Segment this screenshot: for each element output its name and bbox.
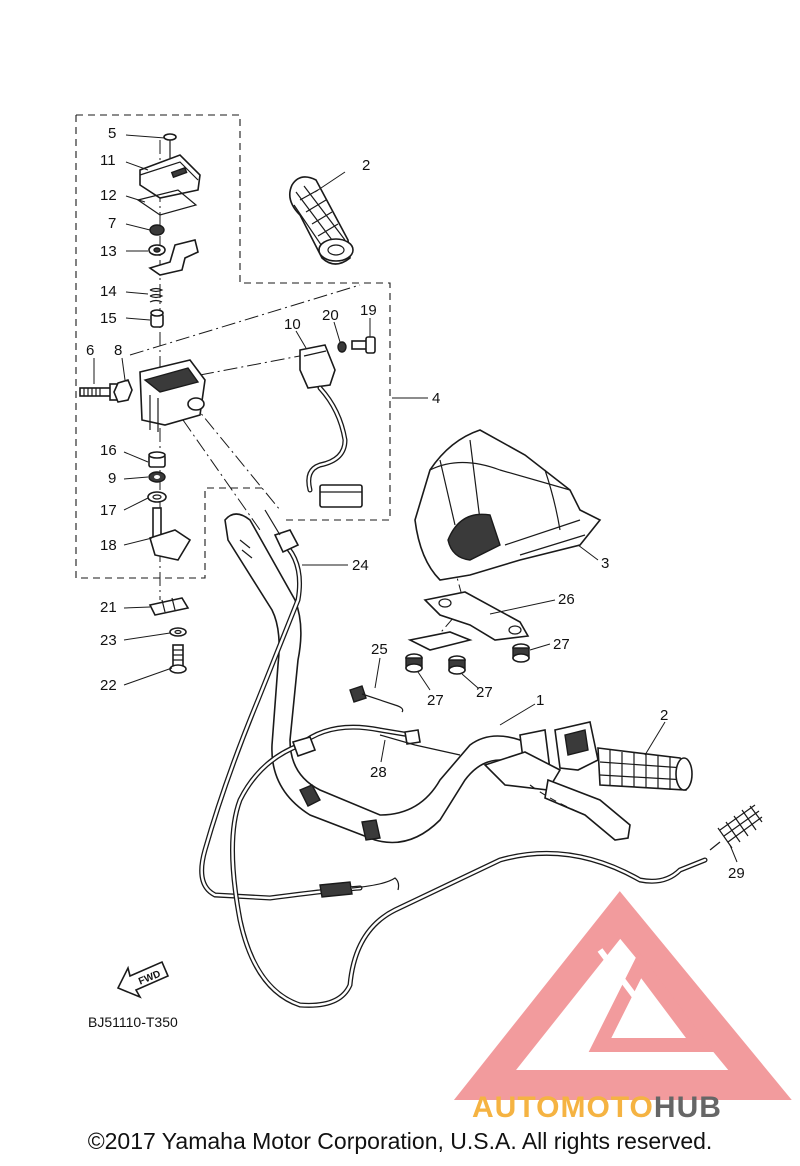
clamp-21: [148, 597, 190, 616]
lever-cable: [230, 724, 708, 1008]
handlebar-grip-upper: [289, 176, 354, 265]
watermark-hub: HUB: [654, 1091, 722, 1124]
callout-28: 28: [370, 764, 387, 781]
throttle-cable-24: [199, 509, 400, 901]
washer-23: [169, 627, 187, 637]
callout-27-middle: 27: [476, 684, 493, 701]
callout-7: 7: [108, 215, 116, 232]
callout-4: 4: [432, 390, 440, 407]
damper-27-c: [448, 655, 466, 675]
handlebar-grip-lower: [597, 747, 693, 791]
callout-20: 20: [322, 307, 339, 324]
callout-3: 3: [601, 555, 609, 572]
callout-27-left: 27: [427, 692, 444, 709]
callout-26: 26: [558, 591, 575, 608]
watermark-moto: MOTO: [560, 1091, 653, 1124]
lever-18: [149, 507, 192, 561]
callout-23: 23: [100, 632, 117, 649]
cable-end-25: [349, 685, 404, 713]
callout-25: 25: [371, 641, 388, 658]
callout-5: 5: [108, 125, 116, 142]
switch-cover-11: [139, 154, 201, 199]
callout-15: 15: [100, 310, 117, 327]
switch-housing-4: [139, 359, 206, 432]
nut-8: [113, 379, 133, 403]
spring-boot-29: [709, 804, 763, 851]
callout-16: 16: [100, 442, 117, 459]
washer-9: [148, 471, 166, 483]
callout-2-upper: 2: [362, 157, 370, 174]
bracket-26: [407, 591, 530, 651]
callout-8: 8: [114, 342, 122, 359]
callout-21: 21: [100, 599, 117, 616]
damper-27-b: [405, 653, 423, 673]
callout-14: 14: [100, 283, 117, 300]
copyright-notice: ©2017 Yamaha Motor Corporation, U.S.A. A…: [87, 1128, 713, 1154]
screw-19: [351, 336, 376, 354]
callout-22: 22: [100, 677, 117, 694]
callout-27-right: 27: [553, 636, 570, 653]
callout-9: 9: [108, 470, 116, 487]
fwd-arrow-icon: FWD: [116, 960, 170, 999]
leader-lines: [93, 134, 738, 863]
callout-13: 13: [100, 243, 117, 260]
washer-17: [147, 491, 167, 503]
nut-7: [149, 224, 165, 236]
gasket-12: [136, 189, 198, 216]
damper-27-a: [512, 643, 530, 663]
watermark-logo: [453, 891, 792, 1100]
callout-6: 6: [86, 342, 94, 359]
lever-assembly: [483, 721, 631, 841]
headlight-cover-3: [414, 429, 602, 581]
bracket-13: [148, 239, 199, 276]
callout-1: 1: [536, 692, 544, 709]
bolt-6: [79, 383, 119, 401]
callout-2-lower: 2: [660, 707, 668, 724]
callout-12: 12: [100, 187, 117, 204]
callout-24: 24: [352, 557, 369, 574]
screw-5: [163, 133, 177, 158]
watermark-auto: AUTO: [472, 1091, 560, 1124]
callout-numbers: 2 5 11 12 7 13 14 15 6 8 10 20 19 4 16 9…: [86, 125, 745, 882]
bolt-22: [169, 644, 187, 674]
svg-text:AUTOMOTOHUB: AUTOMOTOHUB: [472, 1091, 722, 1124]
spring-14: [149, 287, 164, 303]
washer-20: [337, 341, 347, 353]
diagram-code: BJ51110-T350: [88, 1014, 178, 1030]
handlebar-1: [224, 513, 531, 844]
callout-10: 10: [284, 316, 301, 333]
callout-11: 11: [100, 152, 116, 169]
cable-clip-28: [379, 734, 461, 756]
callout-29: 29: [728, 865, 745, 882]
pin-15: [150, 309, 164, 328]
callout-18: 18: [100, 537, 117, 554]
callout-19: 19: [360, 302, 377, 319]
collar-16: [148, 451, 166, 468]
watermark-text: AUTOMOTOHUB: [472, 1091, 722, 1124]
switch-10: [299, 344, 363, 508]
callout-17: 17: [100, 502, 117, 519]
assembly-outline-left: [75, 114, 391, 579]
